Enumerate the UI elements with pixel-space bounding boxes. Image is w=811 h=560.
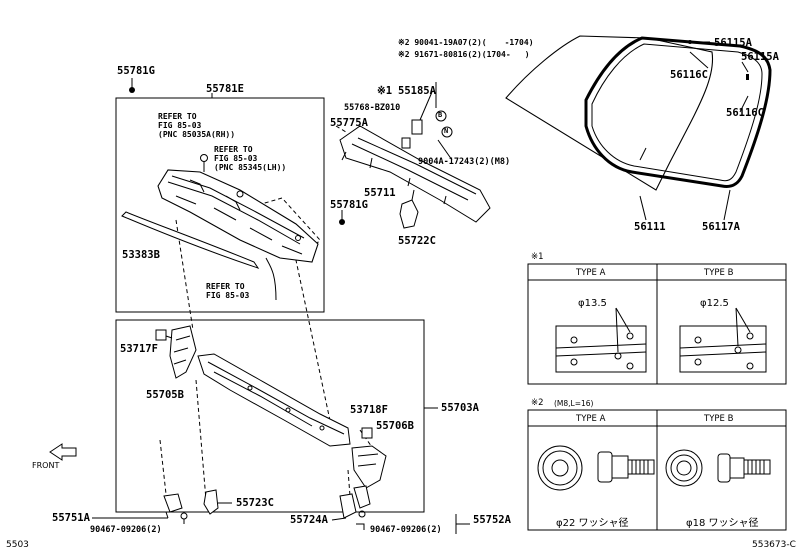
refer-note-1-line-1: REFER TO — [158, 112, 197, 121]
refer-note-2: REFER TO FIG 85-03 (PNC 85345(LH)) — [214, 145, 286, 173]
table2-mark: ※2 — [531, 398, 544, 408]
bolt-note-2-part[interactable]: 91671-80816(2)(1704- — [414, 50, 511, 59]
table2-type-a: TYPE A — [576, 414, 606, 424]
refer-note-2-line-2[interactable]: FIG 85-03 — [214, 154, 258, 164]
front-label: FRONT — [32, 461, 60, 470]
footer-right-code: 553673-C — [752, 540, 796, 550]
clip-55781G-mid — [339, 219, 345, 225]
cowl-top-group-box — [115, 97, 325, 313]
bolt-note-line-2: ※2 91671-80816(2)(1704-) — [398, 50, 530, 59]
cowl-panel-shape — [197, 353, 351, 447]
table-type2-frame — [527, 409, 787, 531]
part-label-55775A[interactable]: 55775A — [330, 117, 368, 129]
part-label-55711[interactable]: 55711 — [364, 187, 396, 199]
clip-55781G-top — [129, 87, 135, 93]
part-label-55706B[interactable]: 55706B — [376, 420, 414, 432]
bolt-note-line-1: ※2 90041-19A07(2)( -1704) — [398, 38, 534, 47]
note-mark-1: ※1 — [377, 85, 393, 97]
part-label-53717F[interactable]: 53717F — [120, 343, 158, 355]
part-label-56116C-a[interactable]: 56116C — [670, 69, 708, 81]
refer-note-3-line-1: REFER TO — [206, 282, 245, 291]
refer-note-2-line-1: REFER TO — [214, 145, 253, 154]
refer-note-3: REFER TO FIG 85-03 — [206, 282, 249, 300]
part-label-55705B[interactable]: 55705B — [146, 389, 184, 401]
part-label-55781G-mid[interactable]: 55781G — [330, 199, 368, 211]
callout-n: N — [444, 127, 449, 135]
part-label-90467-right[interactable]: 90467-09206(2) — [370, 525, 442, 535]
part-label-90467-left[interactable]: 90467-09206(2) — [90, 525, 162, 535]
part-label-56111[interactable]: 56111 — [634, 221, 666, 233]
bolt-note-2-close: ) — [524, 50, 530, 59]
cowl-louver-shape — [157, 154, 319, 263]
part-label-55722C[interactable]: 55722C — [398, 235, 436, 247]
cowl-side-panel-shape — [339, 119, 491, 223]
table2-caption-a: φ22 ワッシャ径 — [556, 518, 629, 529]
part-label-56115A-b[interactable]: 56115A — [741, 51, 779, 63]
refer-note-2-line-3: (PNC 85345(LH)) — [214, 163, 287, 173]
bolt-note-1-part[interactable]: 90041-19A07(2)( — [414, 38, 487, 47]
part-label-55724A[interactable]: 55724A — [290, 514, 328, 526]
part-label-53383B[interactable]: 53383B — [122, 249, 160, 261]
refer-note-3-line-2[interactable]: FIG 85-03 — [206, 291, 250, 301]
part-label-55768[interactable]: 55768-BZ010 — [344, 103, 401, 113]
table1-dim-a: φ13.5 — [578, 298, 607, 309]
cowl-panel-group-box — [115, 319, 425, 513]
footer-left-code: 5503 — [6, 540, 29, 550]
bolt-note-2-mark: ※2 — [398, 50, 410, 59]
table1-dim-b: φ12.5 — [700, 298, 729, 309]
part-label-55751A[interactable]: 55751A — [52, 512, 90, 524]
part-label-56116C-b[interactable]: 56116C — [726, 107, 764, 119]
part-label-9004A[interactable]: 9004A-17243(2)(M8) — [418, 157, 511, 167]
part-label-55723C[interactable]: 55723C — [236, 497, 274, 509]
refer-note-1-line-2[interactable]: FIG 85-03 — [158, 121, 202, 131]
refer-note-1: REFER TO FIG 85-03 (PNC 85035A(RH)) — [158, 112, 235, 140]
table-type1-frame — [527, 263, 787, 385]
part-label-56117A[interactable]: 56117A — [702, 221, 740, 233]
part-label-55781G-top[interactable]: 55781G — [117, 65, 155, 77]
callout-b: B — [438, 111, 443, 119]
part-label-55752A[interactable]: 55752A — [473, 514, 511, 526]
table1-type-b: TYPE B — [704, 268, 734, 278]
part-label-56115A-a[interactable]: 56115A — [714, 37, 752, 49]
table1-mark: ※1 — [531, 252, 544, 262]
bolt-note-1-range: -1704) — [504, 38, 534, 47]
table2-spec: (M8,L=16) — [554, 399, 594, 408]
part-label-55185A[interactable]: 55185A — [398, 85, 436, 97]
refer-note-1-line-3: (PNC 85035A(RH)) — [158, 130, 236, 140]
table2-caption-b: φ18 ワッシャ径 — [686, 518, 759, 529]
part-label-55703A[interactable]: 55703A — [441, 402, 479, 414]
bolt-note-1-mark: ※2 — [398, 38, 410, 47]
table1-type-a: TYPE A — [576, 268, 606, 278]
table2-type-b: TYPE B — [704, 414, 734, 424]
part-label-53718F[interactable]: 53718F — [350, 404, 388, 416]
part-label-55781E[interactable]: 55781E — [206, 83, 244, 95]
